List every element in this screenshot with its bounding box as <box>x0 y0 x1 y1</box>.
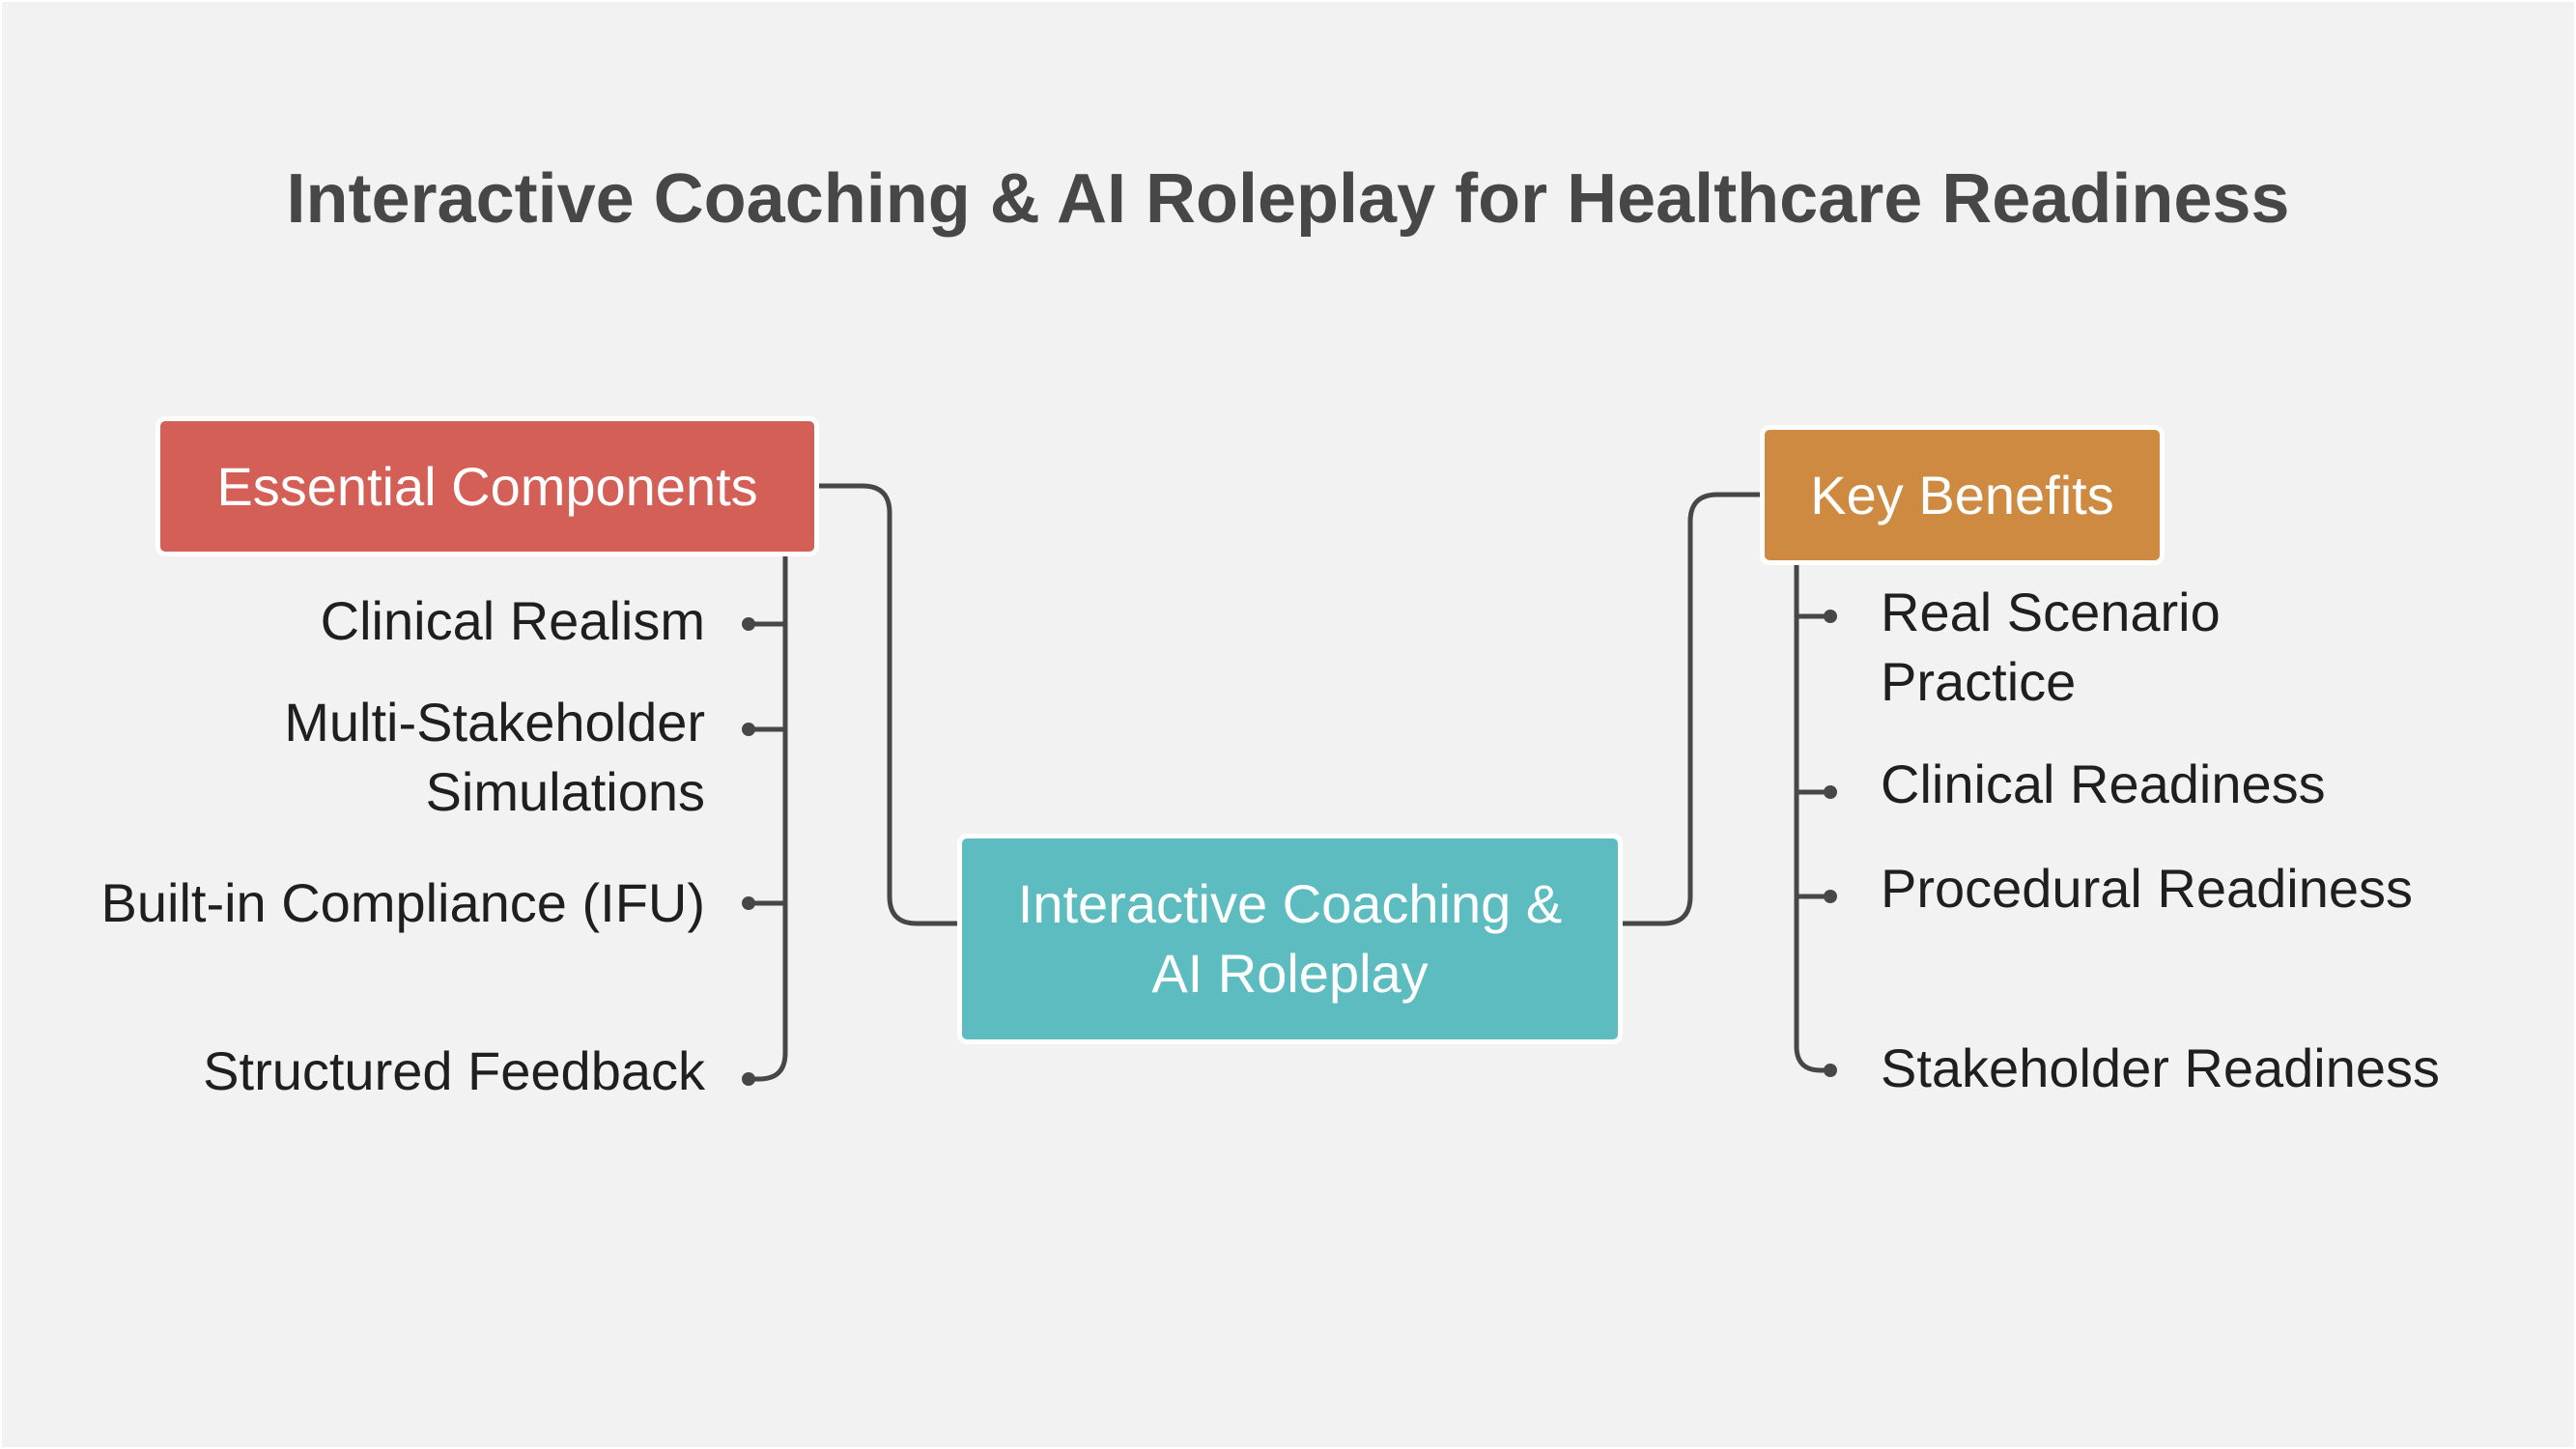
essential-item-clinical-realism: Clinical Realism <box>320 590 705 651</box>
benefit-item-stakeholder-readiness: Stakeholder Readiness <box>1881 1037 2441 1098</box>
essential-leaf-dot-4 <box>742 1072 755 1086</box>
central-topic-label: Interactive Coaching & AI Roleplay <box>1017 873 1563 1004</box>
benefits-leaf-dot-3 <box>1824 890 1837 903</box>
benefit-item-procedural-readiness: Procedural Readiness <box>1881 858 2413 919</box>
essential-item-multi-stakeholder: Multi-Stakeholder Simulations <box>284 692 705 822</box>
key-benefits-label: Key Benefits <box>1810 464 2114 526</box>
essential-item-compliance: Built-in Compliance (IFU) <box>100 872 706 933</box>
essential-components-label: Essential Components <box>216 455 758 517</box>
essential-item-feedback: Structured Feedback <box>203 1040 705 1101</box>
essential-leaf-dot-1 <box>742 617 755 631</box>
benefit-item-clinical-readiness: Clinical Readiness <box>1881 753 2326 814</box>
benefits-trunk <box>1794 562 1833 1073</box>
connector-essential-center <box>816 483 960 926</box>
benefits-leaf-dot-2 <box>1824 785 1837 799</box>
essential-components-node[interactable]: Essential Components <box>156 416 819 556</box>
benefits-leaf-dot-4 <box>1824 1064 1837 1077</box>
key-benefits-node[interactable]: Key Benefits <box>1760 425 2165 565</box>
essential-leaf-dot-3 <box>742 896 755 910</box>
essential-trunk <box>746 554 788 1082</box>
diagram-title: Interactive Coaching & AI Roleplay for H… <box>286 160 2290 238</box>
essential-leaf-dot-2 <box>742 723 755 736</box>
benefit-item-real-scenario: Real Scenario Practice <box>1881 582 2221 712</box>
connector-center-benefits <box>1620 492 1763 926</box>
central-topic-node[interactable]: Interactive Coaching & AI Roleplay <box>957 834 1623 1044</box>
benefits-leaf-dot-1 <box>1824 610 1837 623</box>
